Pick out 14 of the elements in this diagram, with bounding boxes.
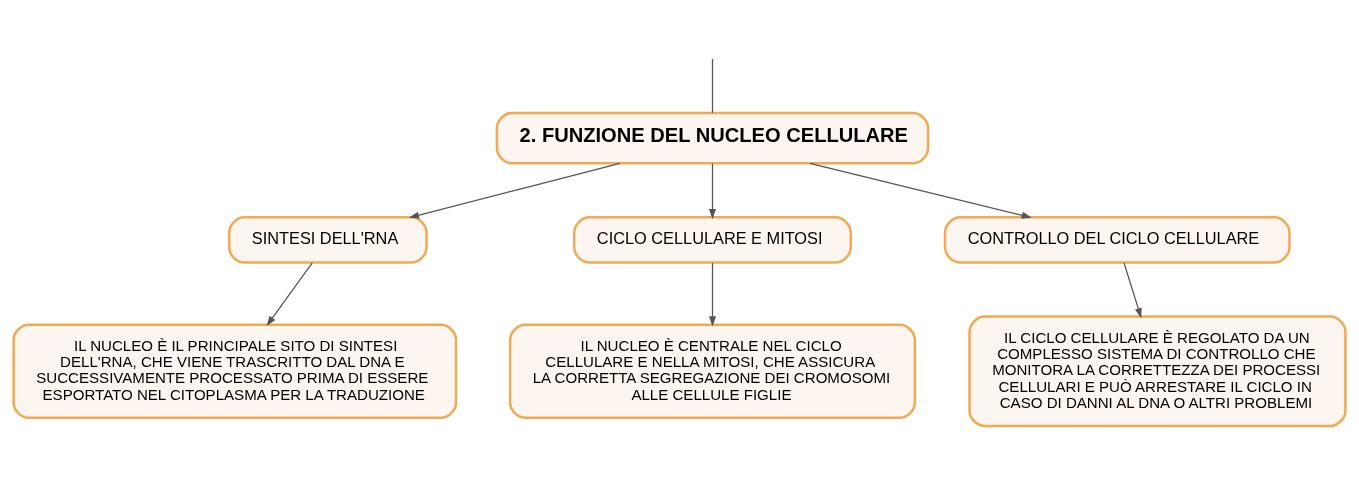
arrow: [708, 162, 717, 219]
node-box: CONTROLLO DEL CICLO CELLULARE: [943, 215, 1291, 264]
arrow: [266, 261, 313, 326]
arrow: [809, 162, 1032, 219]
arrow: [708, 261, 717, 326]
node-box: IL NUCLEO È IL PRINCIPALE SITO DI SINTESI DELL'RNA, CHE VIENE TRASCRITTO DAL DNA E SUCCESSIVAMENTE PROCESSATO PRIMA DI ESSERE ESPORTATO NEL CITOPLASMA PER LA TRADUZIONE: [12, 323, 458, 419]
node-box: IL CICLO CELLULARE È REGOLATO DA UN COMPLESSO SISTEMA DI CONTROLLO CHE MONITORA LA CORRETTEZZA DEI PROCESSI CELLULARI E PUÒ ARRESTARE IL CICLO IN CASO DI DANNI AL DNA O ALTRI PROBLEMI: [968, 314, 1347, 427]
arrow: [1123, 261, 1142, 318]
arrow: [409, 162, 621, 219]
node-box: CICLO CELLULARE E MITOSI: [572, 215, 852, 264]
node-box: 2. FUNZIONE DEL NUCLEO CELLULARE: [495, 111, 930, 164]
node-box: SINTESI DELL'RNA: [227, 215, 428, 264]
node-box: IL NUCLEO È CENTRALE NEL CICLO CELLULARE E NELLA MITOSI, CHE ASSICURA LA CORRETTA SEGREGAZIONE DEI CROMOSOMI ALLE CELLULE FIGLIE: [508, 323, 917, 419]
connector: [711, 57, 714, 113]
